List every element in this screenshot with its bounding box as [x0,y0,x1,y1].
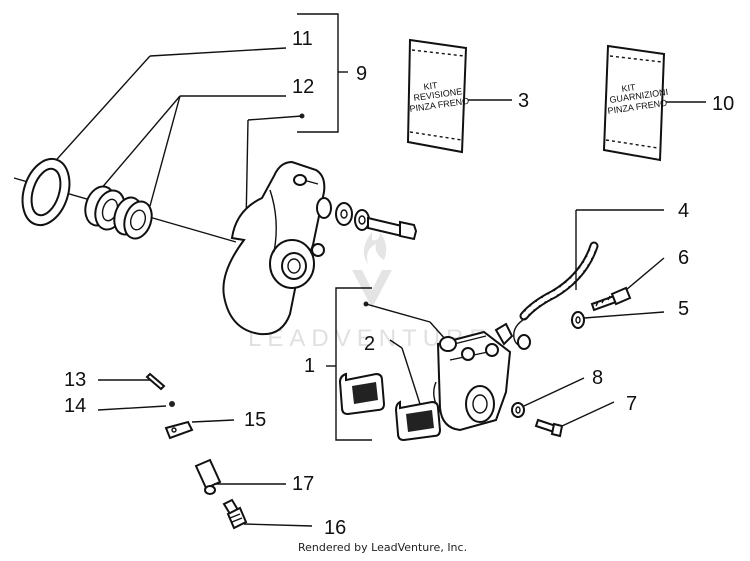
brake-hose-part: 4 [513,200,689,350]
kit-bag-guarnizioni: KIT GUARNIZIONI PINZA FRENO 10 [602,44,734,162]
callout-5: 5 [678,298,689,320]
copper-washer-part: 5 [571,298,689,329]
cap-part-17: 17 [194,458,314,495]
callout-12: 12 [292,76,314,98]
callout-17: 17 [292,473,314,495]
callout-14: 14 [64,395,86,417]
watermark-flame-icon [363,232,387,264]
callout-11: 11 [292,28,313,50]
brake-pad-part-a [338,372,386,416]
callout-15: 15 [244,409,266,431]
washer-part: 8 [511,367,603,418]
bearing-part-b [113,196,153,240]
callout-7: 7 [626,393,637,415]
callout-13: 13 [64,369,86,391]
spring-part-14: 14 [64,395,175,417]
bracket-bolt-part [316,197,418,241]
caliper-bracket-part [222,160,326,336]
banjo-bolt-part: 6 [590,247,689,312]
callout-10: 10 [712,93,734,115]
brake-caliper-part [433,322,514,432]
callout-9: 9 [356,63,367,85]
bleeder-part-16: 16 [222,498,346,539]
callout-8: 8 [592,367,603,389]
callout-16: 16 [324,517,346,539]
brake-pad-part-b [394,400,442,442]
bleeder-screw-part: 7 [534,393,637,438]
kit-right-line1: KIT [621,82,637,94]
callout-2: 2 [364,333,375,355]
pin-part-13: 13 [64,369,166,391]
seal-ring-part [13,157,237,243]
callout-4: 4 [678,200,689,222]
watermark-v-icon [352,270,392,308]
kit-bag-revisione: KIT REVISIONE PINZA FRENO 3 [406,38,529,154]
footer-credit: Rendered by LeadVenture, Inc. [298,541,467,554]
clip-part-15: 15 [164,409,266,440]
callout-group-1: 1 [304,287,447,441]
callout-1: 1 [304,355,315,377]
kit-left-line1: KIT [423,80,439,92]
callout-group-9: 9 11 12 [149,13,367,133]
callout-3: 3 [518,90,529,112]
callout-6: 6 [678,247,689,269]
